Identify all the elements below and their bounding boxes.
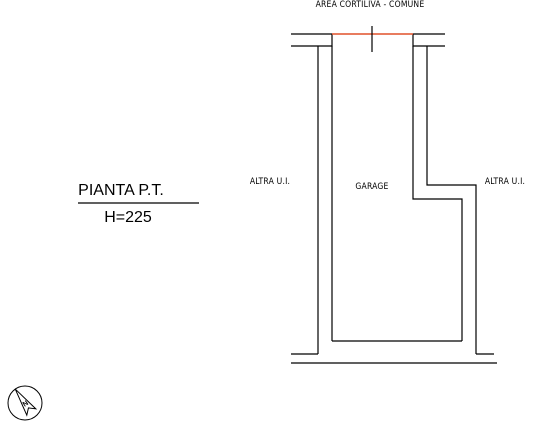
garage-label: GARAGE — [355, 182, 388, 192]
courtyard-label: AREA CORTILIVA - COMUNE — [316, 0, 425, 10]
right-unit-label: ALTRA U.I. — [485, 177, 525, 187]
plan-title: PIANTA P.T. — [78, 182, 164, 199]
left-unit-label: ALTRA U.I. — [250, 177, 290, 187]
top-boundary — [291, 33, 445, 47]
bottom-wall — [291, 340, 497, 364]
north-letter: N — [22, 400, 30, 409]
right-wall — [412, 46, 477, 354]
plan-height: H=225 — [104, 209, 152, 226]
left-wall — [317, 46, 333, 354]
north-arrow-icon: N — [7, 385, 43, 421]
